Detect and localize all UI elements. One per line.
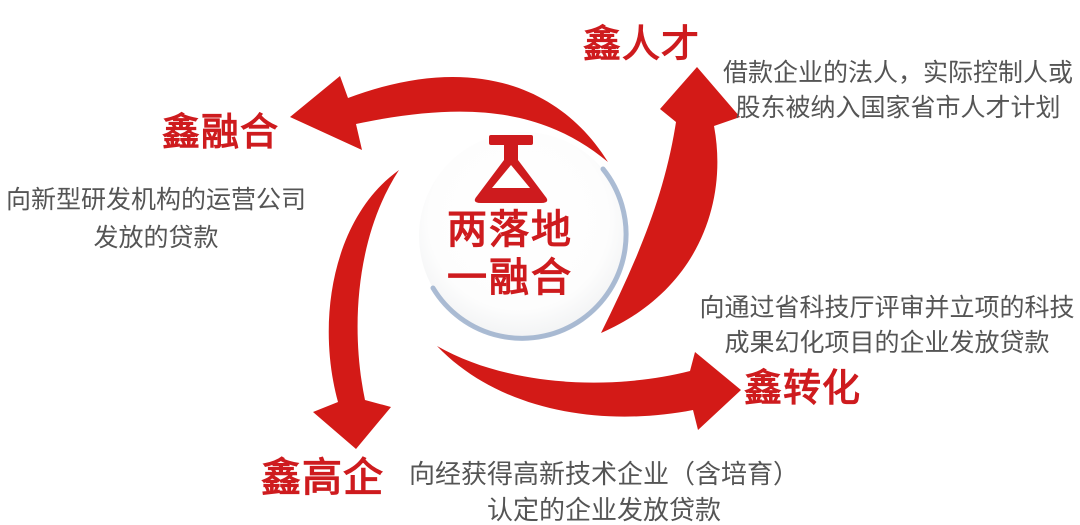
- node-zhuanhua-desc-line2: 成果幻化项目的企业发放贷款: [724, 329, 1050, 357]
- node-zhuanhua-desc: 向通过省科技厅评审并立项的科技 成果幻化项目的企业发放贷款: [692, 291, 1080, 361]
- curved-arrow-to-rencai-icon: [601, 67, 740, 333]
- curved-arrow-to-zhuanhua-icon: [437, 346, 741, 430]
- flask-icon: [474, 135, 548, 203]
- node-ronghe-desc: 向新型研发机构的运营公司 发放的贷款: [0, 181, 312, 257]
- node-ronghe-desc-line1: 向新型研发机构的运营公司: [5, 186, 306, 214]
- curved-arrow-to-ronghe-icon: [290, 76, 608, 162]
- node-rencai-title: 鑫人才: [583, 24, 701, 66]
- node-rencai-desc-line1: 借款企业的法人，实际控制人或: [722, 59, 1073, 87]
- node-gaoqi-title: 鑫高企: [261, 456, 384, 500]
- center-label-line2: 一融合: [447, 256, 573, 300]
- node-rencai-desc-line2: 股东被纳入国家省市人才计划: [735, 94, 1061, 122]
- node-ronghe-desc-line2: 发放的贷款: [93, 224, 219, 252]
- node-rencai-desc: 借款企业的法人，实际控制人或 股东被纳入国家省市人才计划: [716, 56, 1080, 126]
- center-label: 两落地 一融合: [405, 206, 615, 302]
- node-gaoqi-desc-line1: 向经获得高新技术企业（含培育）: [408, 459, 799, 489]
- node-gaoqi-desc: 向经获得高新技术企业（含培育） 认定的企业发放贷款: [392, 456, 816, 525]
- node-zhuanhua-desc-line1: 向通过省科技厅评审并立项的科技: [699, 294, 1075, 322]
- node-zhuanhua-title: 鑫转化: [744, 368, 862, 410]
- node-gaoqi-desc-line2: 认定的企业发放贷款: [486, 495, 721, 525]
- center-circle: [419, 132, 627, 340]
- node-ronghe-title: 鑫融合: [162, 112, 280, 154]
- center-label-line1: 两落地: [447, 208, 573, 252]
- curved-arrow-to-gaoqi-icon: [313, 170, 399, 449]
- circle-edge-arc: [430, 166, 629, 341]
